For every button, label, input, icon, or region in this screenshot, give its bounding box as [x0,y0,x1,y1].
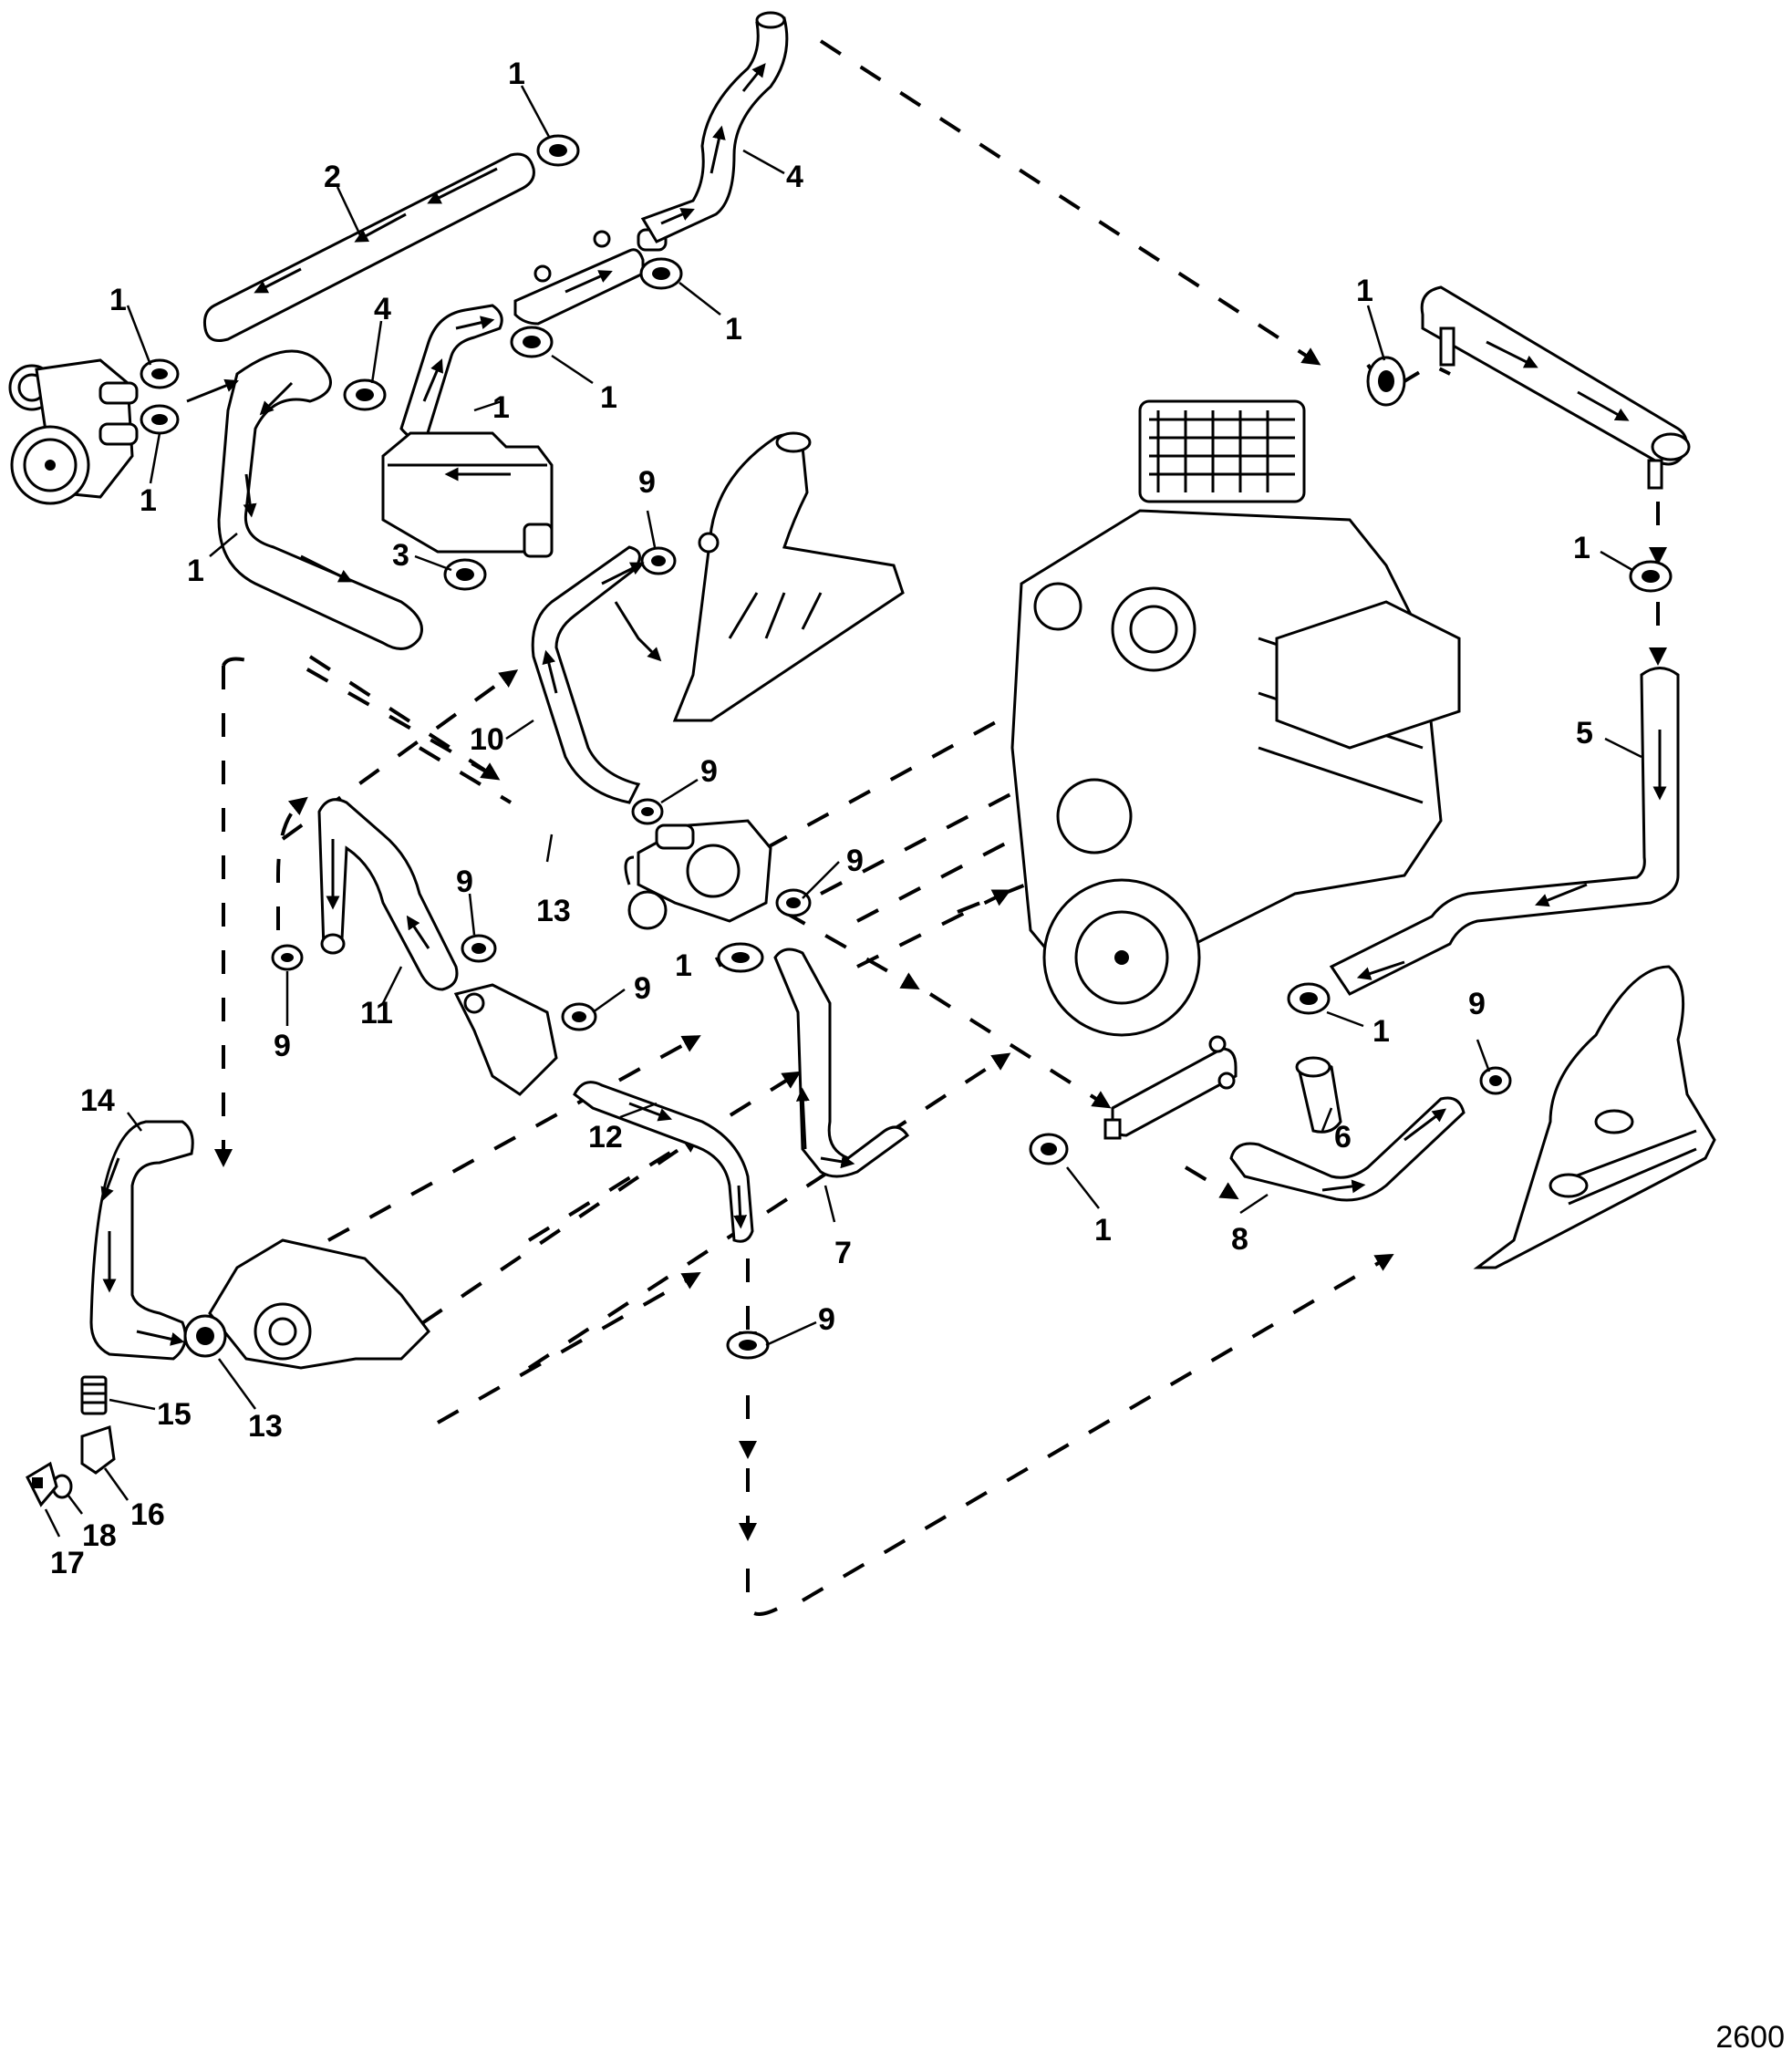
callout-label: 3 [392,538,409,573]
callout-label: 5 [1576,716,1593,751]
clamps-9 [271,546,1512,1360]
callout-label: 13 [248,1409,283,1444]
callout-label: 1 [1094,1213,1112,1248]
callout-label: 1 [187,554,204,588]
callout-label: 8 [1231,1222,1248,1257]
clamp-1j [717,942,764,973]
callout-label: 4 [374,292,391,326]
fitting-15 [80,1375,108,1415]
callout-label: 6 [1334,1120,1352,1155]
hose-3 [186,349,423,650]
fitting-manifold-left [453,983,558,1096]
clamp-9b [631,798,664,825]
callout-label: 9 [846,844,864,878]
callout-label: 1 [1372,1014,1390,1049]
callout-numbers: 1 2 4 1 1 1 1 4 1 3 1 9 1 1 5 10 9 9 13 … [50,57,1593,1580]
callout-label: 4 [786,160,803,194]
callout-label: 2 [324,160,341,194]
hose-2 [203,152,535,342]
figure-number: 2600 [1715,2020,1785,2055]
callout-label: 14 [80,1083,115,1118]
clamp-9c [775,888,812,917]
clamp-1g [443,558,487,591]
callout-label: 7 [834,1236,852,1270]
hose-8 [1229,1096,1466,1202]
hose-10 [531,545,662,804]
clamp-1k [1287,982,1331,1015]
clamp-9f [561,1002,597,1031]
clamp-1c [510,326,554,358]
callout-label: 12 [588,1120,623,1155]
exhaust-manifold-left [672,431,905,722]
hose-clamps [140,134,1673,1165]
callout-label: 17 [50,1546,85,1580]
fitting-16 [80,1425,116,1475]
clamp-9h [726,1331,770,1360]
clamp-9a [640,546,677,575]
callout-label: 1 [725,312,742,347]
clamp-1d [140,358,180,389]
clamp-1b [639,257,683,290]
callout-label: 9 [456,865,473,899]
part-6-sleeve [1295,1056,1342,1134]
hose-14 [89,1120,194,1361]
leader-lines [44,85,1642,1538]
hose-4-upper [640,11,789,243]
hose-7 [773,948,910,1178]
flow-path-lines [214,39,1667,1616]
callout-label: 1 [600,380,617,415]
callout-label: 11 [360,996,393,1030]
callout-label: 9 [638,465,656,500]
clamp-1a [536,134,580,167]
clamp-9e [271,944,304,971]
callout-label: 10 [470,722,504,757]
callout-label: 9 [818,1302,835,1337]
clamp-1f [343,378,387,411]
clamp-1e [140,404,180,435]
clamp-1h [1366,356,1406,407]
fitting-17 [26,1461,58,1507]
engine-block [1010,399,1461,1037]
callout-label: 9 [700,754,718,789]
clamp-9g [1479,1066,1512,1095]
hose-5 [1329,667,1680,996]
callout-label: 1 [492,390,510,425]
fuel-cooler [1103,1035,1238,1140]
callout-label: 1 [140,483,157,518]
exhaust-riser-tube [1420,285,1691,490]
callout-label: 18 [82,1518,117,1553]
exhaust-manifold-right [1473,965,1716,1269]
callout-label: 9 [1468,987,1486,1021]
sea-water-pump [8,358,139,505]
callout-label: 16 [130,1497,165,1532]
clamp-1l [1029,1133,1069,1165]
callout-label: 15 [157,1397,192,1432]
heat-exchanger-reservoir [381,431,554,558]
clamp-1i [1629,560,1673,593]
callout-label: 1 [1573,531,1590,565]
hose-11 [317,798,459,991]
tee-connector-top [513,228,668,326]
callout-label: 13 [536,894,571,928]
callout-label: 1 [675,948,692,983]
clamp-9d [461,934,497,963]
fittings-15-18 [26,1375,116,1507]
callout-label: 9 [634,971,651,1006]
callout-label: 1 [508,57,525,91]
hose-12 [573,1081,754,1243]
callout-label: 1 [109,283,127,317]
callout-label: 1 [1356,274,1373,308]
callout-label: 9 [274,1029,291,1063]
hose-4-lower [399,304,503,441]
circulating-water-pump [183,1238,430,1370]
thermostat-housing [624,819,772,930]
